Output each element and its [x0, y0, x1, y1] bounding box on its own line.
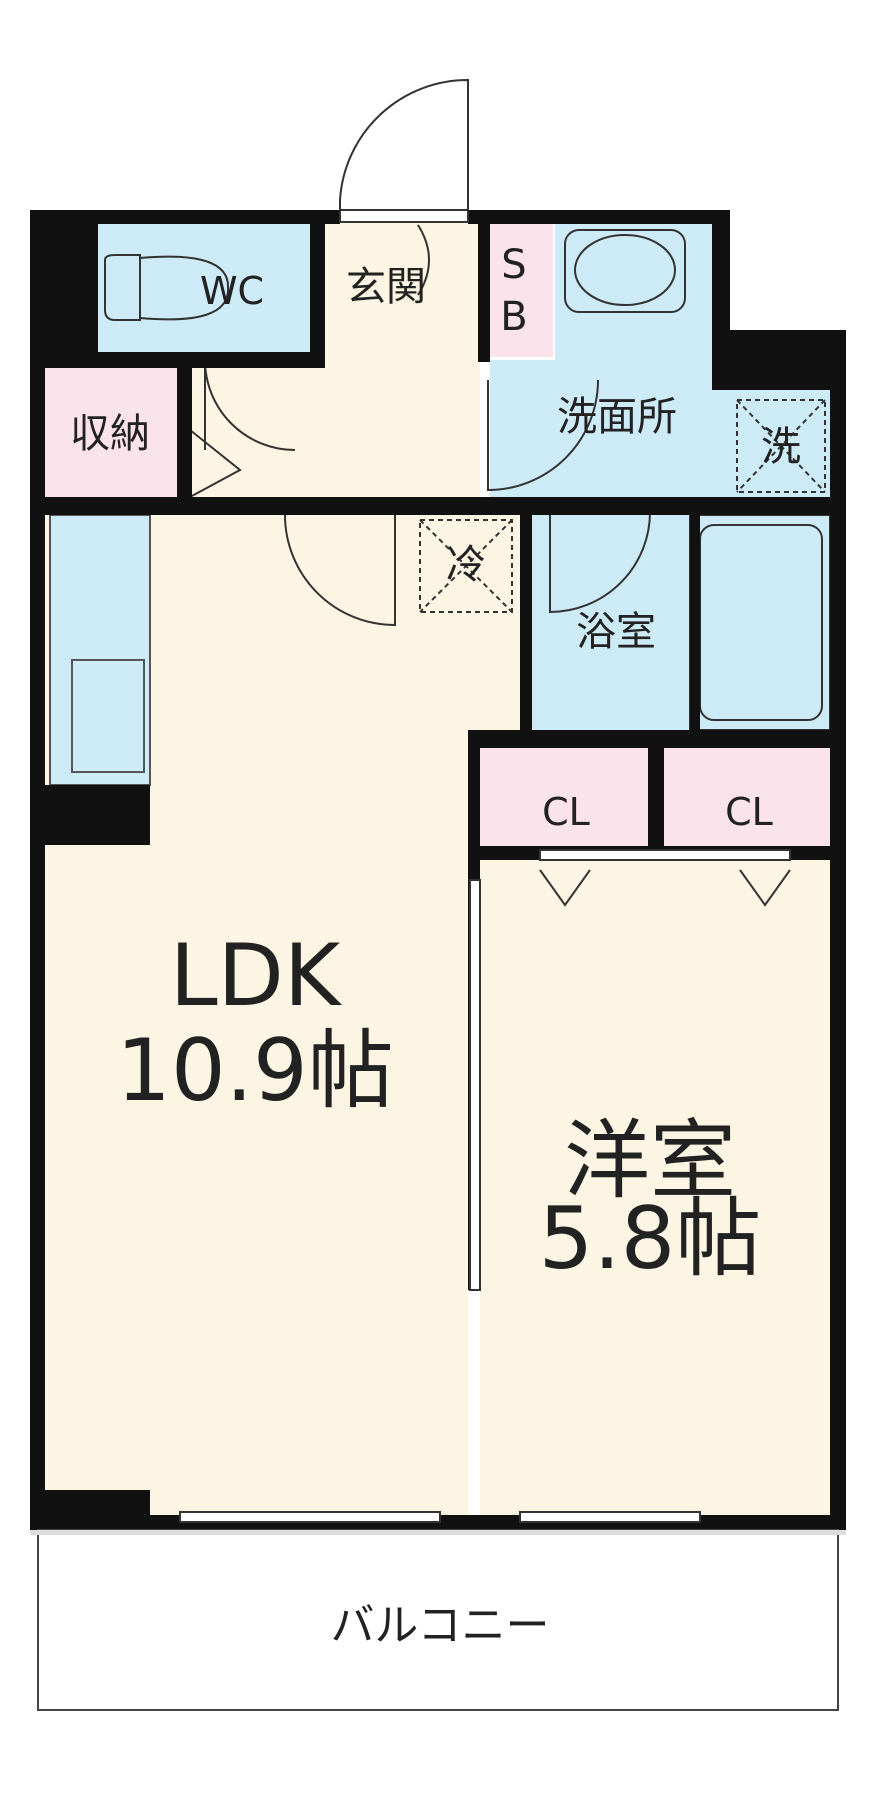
ldk-floor [45, 515, 520, 1515]
bath-door-swing [549, 511, 651, 614]
windows [179, 209, 791, 1523]
wc-door-swing [204, 359, 296, 451]
fridge-space [419, 519, 513, 613]
label-sb-s: S [501, 242, 526, 288]
label-wc: WC [200, 269, 264, 313]
ldk-door-swing [284, 514, 396, 627]
toilet [104, 254, 141, 321]
label-yoshitsu-name: 洋室 [564, 1111, 736, 1211]
cl-right-floor [664, 748, 830, 846]
label-genkan: 玄関 [346, 264, 426, 310]
label-yoshitsu-size: 5.8帖 [539, 1189, 762, 1289]
fixtures [104, 78, 831, 907]
kitchen-sink [71, 659, 145, 773]
senmenjo-door-swing [487, 379, 599, 492]
hall-floor [180, 360, 480, 497]
room-labels: WC 玄関 S B 収納 洗面所 洗 冷 浴室 CL CL LDK 10.9帖 … [70, 242, 801, 1651]
label-yokushitsu: 浴室 [576, 609, 656, 655]
cl-door-right [739, 869, 791, 907]
cl-door-left [539, 869, 591, 907]
shuno-door-swing [189, 429, 242, 498]
wash-basin [564, 229, 686, 313]
genkan-step [417, 224, 430, 296]
label-cl-right: CL [725, 790, 773, 834]
label-ldk-name: LDK [170, 926, 343, 1026]
toilet-bowl [139, 255, 230, 321]
label-sentaku: 洗 [761, 424, 801, 470]
shuno-floor [45, 368, 177, 497]
label-ldk-size: 10.9帖 [116, 1021, 393, 1121]
label-reizo: 冷 [446, 542, 486, 588]
basin-bowl [574, 234, 676, 306]
yoshitsu-floor [480, 860, 830, 1515]
balcony [37, 1529, 839, 1711]
label-sb-b: B [500, 294, 527, 340]
entrance-door-swing [339, 78, 469, 212]
wc-floor [98, 222, 310, 352]
room-floors [45, 222, 830, 1515]
senmenjo-floor [490, 222, 830, 497]
cl-left-floor [480, 748, 648, 846]
label-shuno: 収納 [70, 411, 150, 457]
yokushitsu-floor [532, 512, 830, 730]
label-cl-left: CL [542, 790, 590, 834]
sb-floor [478, 222, 553, 357]
label-balcony: バルコニー [330, 1600, 549, 1651]
label-senmenjo: 洗面所 [557, 394, 677, 440]
